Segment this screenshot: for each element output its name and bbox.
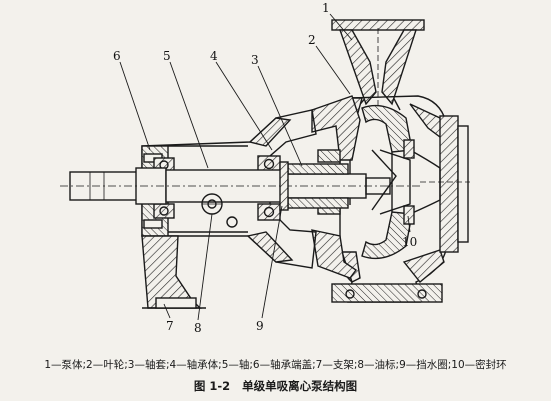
callout-5: 5 <box>163 49 171 63</box>
parts-legend: 1—泵体;2—叶轮;3—轴套;4—轴承体;5—轴;6—轴承端盖;7—支架;8—油… <box>44 359 507 371</box>
shaft <box>60 167 420 205</box>
callout-6: 6 <box>113 49 121 63</box>
callout-7: 7 <box>166 319 174 333</box>
bearing-right <box>257 155 281 221</box>
discharge-nozzle <box>331 19 425 111</box>
callout-10: 10 <box>402 235 417 249</box>
callout-2: 2 <box>308 33 316 47</box>
leader-lines <box>119 13 411 321</box>
callout-8: 8 <box>194 321 202 335</box>
impeller <box>361 104 413 260</box>
figure-caption: 图 1-2 单级单吸离心泵结构图 <box>0 378 551 394</box>
water-slinger <box>279 161 289 211</box>
callout-9: 9 <box>256 319 264 333</box>
callout-1: 1 <box>322 1 330 15</box>
callout-3: 3 <box>251 53 259 67</box>
bearing-left <box>153 157 175 219</box>
seal-ring <box>403 139 415 225</box>
figure-title: 单级单吸离心泵结构图 <box>242 379 358 393</box>
callout-4: 4 <box>210 49 218 63</box>
support-bracket <box>141 235 206 309</box>
pump-cross-section-drawing: 1 2 3 4 5 6 7 8 9 10 <box>60 1 470 335</box>
suction-flange <box>409 115 470 253</box>
figure-number: 图 1-2 <box>193 379 231 393</box>
